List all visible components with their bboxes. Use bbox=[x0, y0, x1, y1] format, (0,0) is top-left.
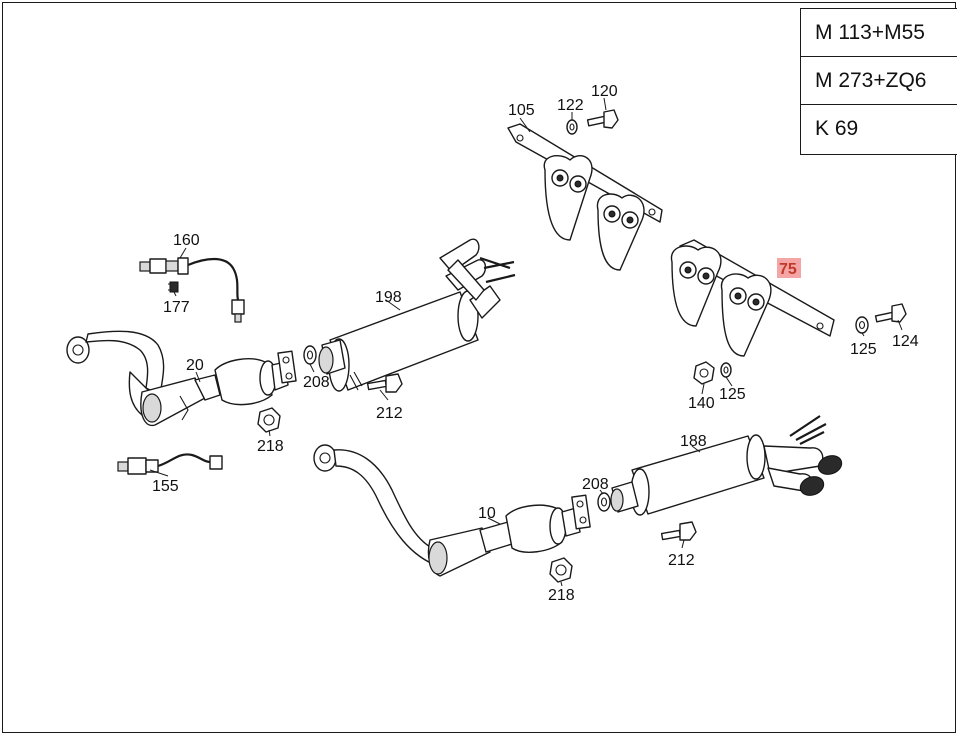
nut-218-upper[interactable] bbox=[257, 407, 281, 433]
label-160: 160 bbox=[173, 232, 200, 249]
engine-code-1: M 113+M55 bbox=[801, 9, 957, 57]
bolt-212-upper[interactable] bbox=[366, 373, 403, 393]
leader-lines bbox=[149, 97, 903, 587]
label-20: 20 bbox=[186, 357, 204, 374]
oxygen-sensor-155[interactable] bbox=[117, 453, 223, 475]
label-105: 105 bbox=[508, 102, 535, 119]
label-125-right: 125 bbox=[850, 341, 877, 358]
label-125-lower: 125 bbox=[719, 386, 746, 403]
muffler-198[interactable] bbox=[318, 238, 516, 392]
gasket-208-upper[interactable] bbox=[303, 345, 317, 365]
bolt-124[interactable] bbox=[874, 303, 907, 323]
bolt-120[interactable] bbox=[586, 109, 619, 129]
label-218-upper: 218 bbox=[257, 438, 284, 455]
label-218-lower: 218 bbox=[548, 587, 575, 604]
label-198: 198 bbox=[375, 289, 402, 306]
highlight-box-75 bbox=[777, 258, 801, 278]
label-140: 140 bbox=[688, 395, 715, 412]
bracket-75[interactable] bbox=[670, 239, 835, 357]
clip-177[interactable] bbox=[168, 281, 179, 293]
label-124: 124 bbox=[892, 333, 919, 350]
washer-122[interactable] bbox=[566, 119, 578, 135]
oxygen-sensor-160[interactable] bbox=[139, 257, 245, 323]
label-120: 120 bbox=[591, 83, 618, 100]
label-177: 177 bbox=[163, 299, 190, 316]
label-122: 122 bbox=[557, 97, 584, 114]
gasket-208-lower[interactable] bbox=[597, 492, 611, 512]
washer-125-right[interactable] bbox=[855, 316, 869, 334]
label-208-lower: 208 bbox=[582, 476, 609, 493]
label-212-lower: 212 bbox=[668, 552, 695, 569]
label-212-upper: 212 bbox=[376, 405, 403, 422]
label-10: 10 bbox=[478, 505, 496, 522]
engine-code-table: M 113+M55 M 273+ZQ6 K 69 bbox=[800, 8, 957, 155]
nut-218-lower[interactable] bbox=[549, 557, 573, 583]
front-pipe-20[interactable] bbox=[66, 330, 297, 427]
bracket-105[interactable] bbox=[507, 123, 663, 271]
front-pipe-10[interactable] bbox=[313, 444, 591, 577]
nut-140[interactable] bbox=[693, 361, 715, 385]
engine-code-3: K 69 bbox=[815, 117, 859, 140]
engine-code-2: M 273+ZQ6 bbox=[801, 57, 957, 105]
label-75: 75 bbox=[779, 261, 797, 278]
muffler-188[interactable] bbox=[610, 415, 844, 516]
label-208-upper: 208 bbox=[303, 374, 330, 391]
bolt-212-lower[interactable] bbox=[660, 521, 697, 541]
label-188: 188 bbox=[680, 433, 707, 450]
label-155: 155 bbox=[152, 478, 179, 495]
washer-125-lower[interactable] bbox=[720, 362, 732, 378]
